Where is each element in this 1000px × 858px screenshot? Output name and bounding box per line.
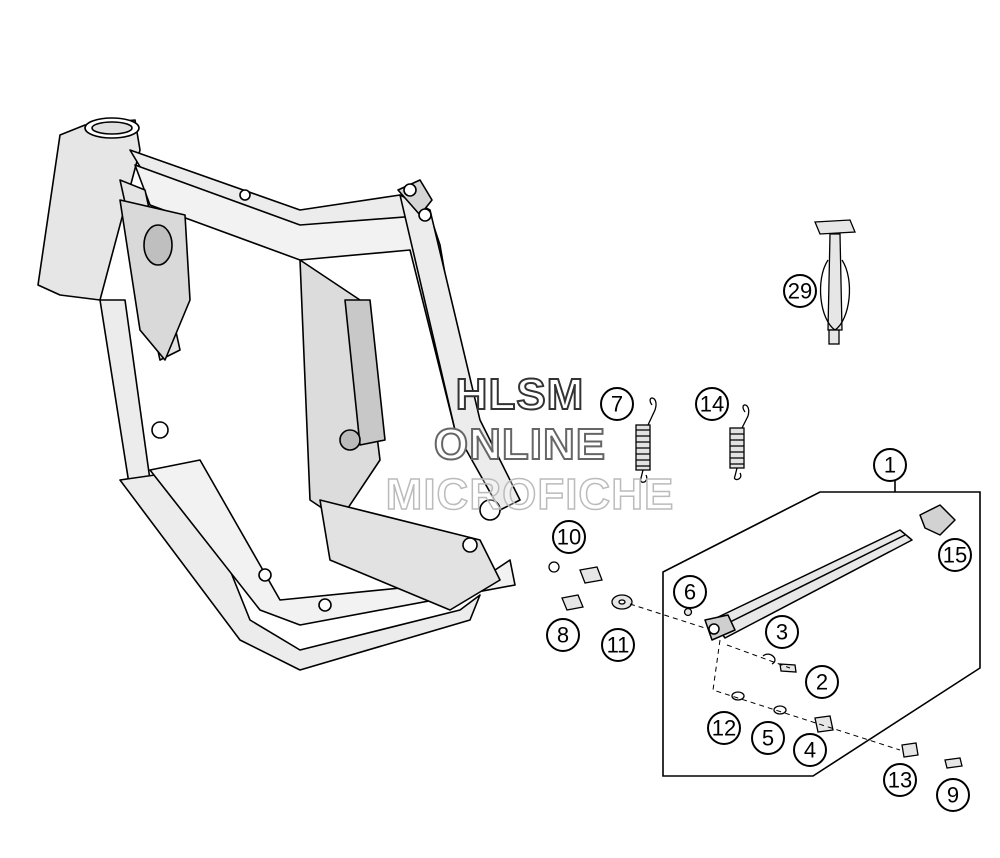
callout-1[interactable]: 1 [873, 448, 907, 482]
svg-text:2: 2 [816, 670, 828, 695]
svg-text:10: 10 [557, 525, 581, 550]
callout-13[interactable]: 13 [883, 763, 917, 797]
callout-8[interactable]: 8 [546, 618, 580, 652]
callout-5[interactable]: 5 [751, 721, 785, 755]
svg-text:1: 1 [884, 453, 896, 478]
callout-9[interactable]: 9 [936, 778, 970, 812]
svg-text:6: 6 [684, 580, 696, 605]
spring-7 [635, 397, 657, 483]
callout-14[interactable]: 14 [695, 387, 729, 421]
spring-14 [729, 404, 750, 481]
tool-29 [814, 219, 856, 345]
svg-text:12: 12 [712, 716, 736, 741]
svg-text:8: 8 [557, 623, 569, 648]
callout-29[interactable]: 29 [783, 274, 817, 308]
callout-3[interactable]: 3 [765, 615, 799, 649]
svg-text:14: 14 [700, 392, 724, 417]
motorcycle-frame [37, 117, 521, 671]
watermark-line-2: ONLINE [433, 419, 607, 470]
callout-15[interactable]: 15 [938, 538, 972, 572]
callout-2[interactable]: 2 [805, 665, 839, 699]
watermark-line-1: HLSM [455, 369, 585, 420]
svg-text:7: 7 [611, 392, 623, 417]
svg-text:11: 11 [607, 633, 630, 658]
callout-6[interactable]: 6 [673, 575, 707, 609]
callout-4[interactable]: 4 [793, 733, 827, 767]
watermark-line-3: MICROFICHE [385, 469, 675, 520]
svg-text:3: 3 [776, 620, 788, 645]
callout-12[interactable]: 12 [707, 711, 741, 745]
callout-10[interactable]: 10 [552, 520, 586, 554]
svg-text:15: 15 [943, 543, 967, 568]
svg-text:9: 9 [947, 783, 959, 808]
leader-lines [629, 603, 901, 751]
svg-text:13: 13 [888, 768, 912, 793]
side-stand [704, 504, 956, 641]
svg-text:4: 4 [804, 738, 816, 763]
callout-11[interactable]: 11 [601, 628, 635, 662]
callout-7[interactable]: 7 [600, 387, 634, 421]
svg-text:29: 29 [788, 279, 812, 304]
svg-text:5: 5 [762, 726, 774, 751]
hardware-parts [548, 561, 963, 769]
